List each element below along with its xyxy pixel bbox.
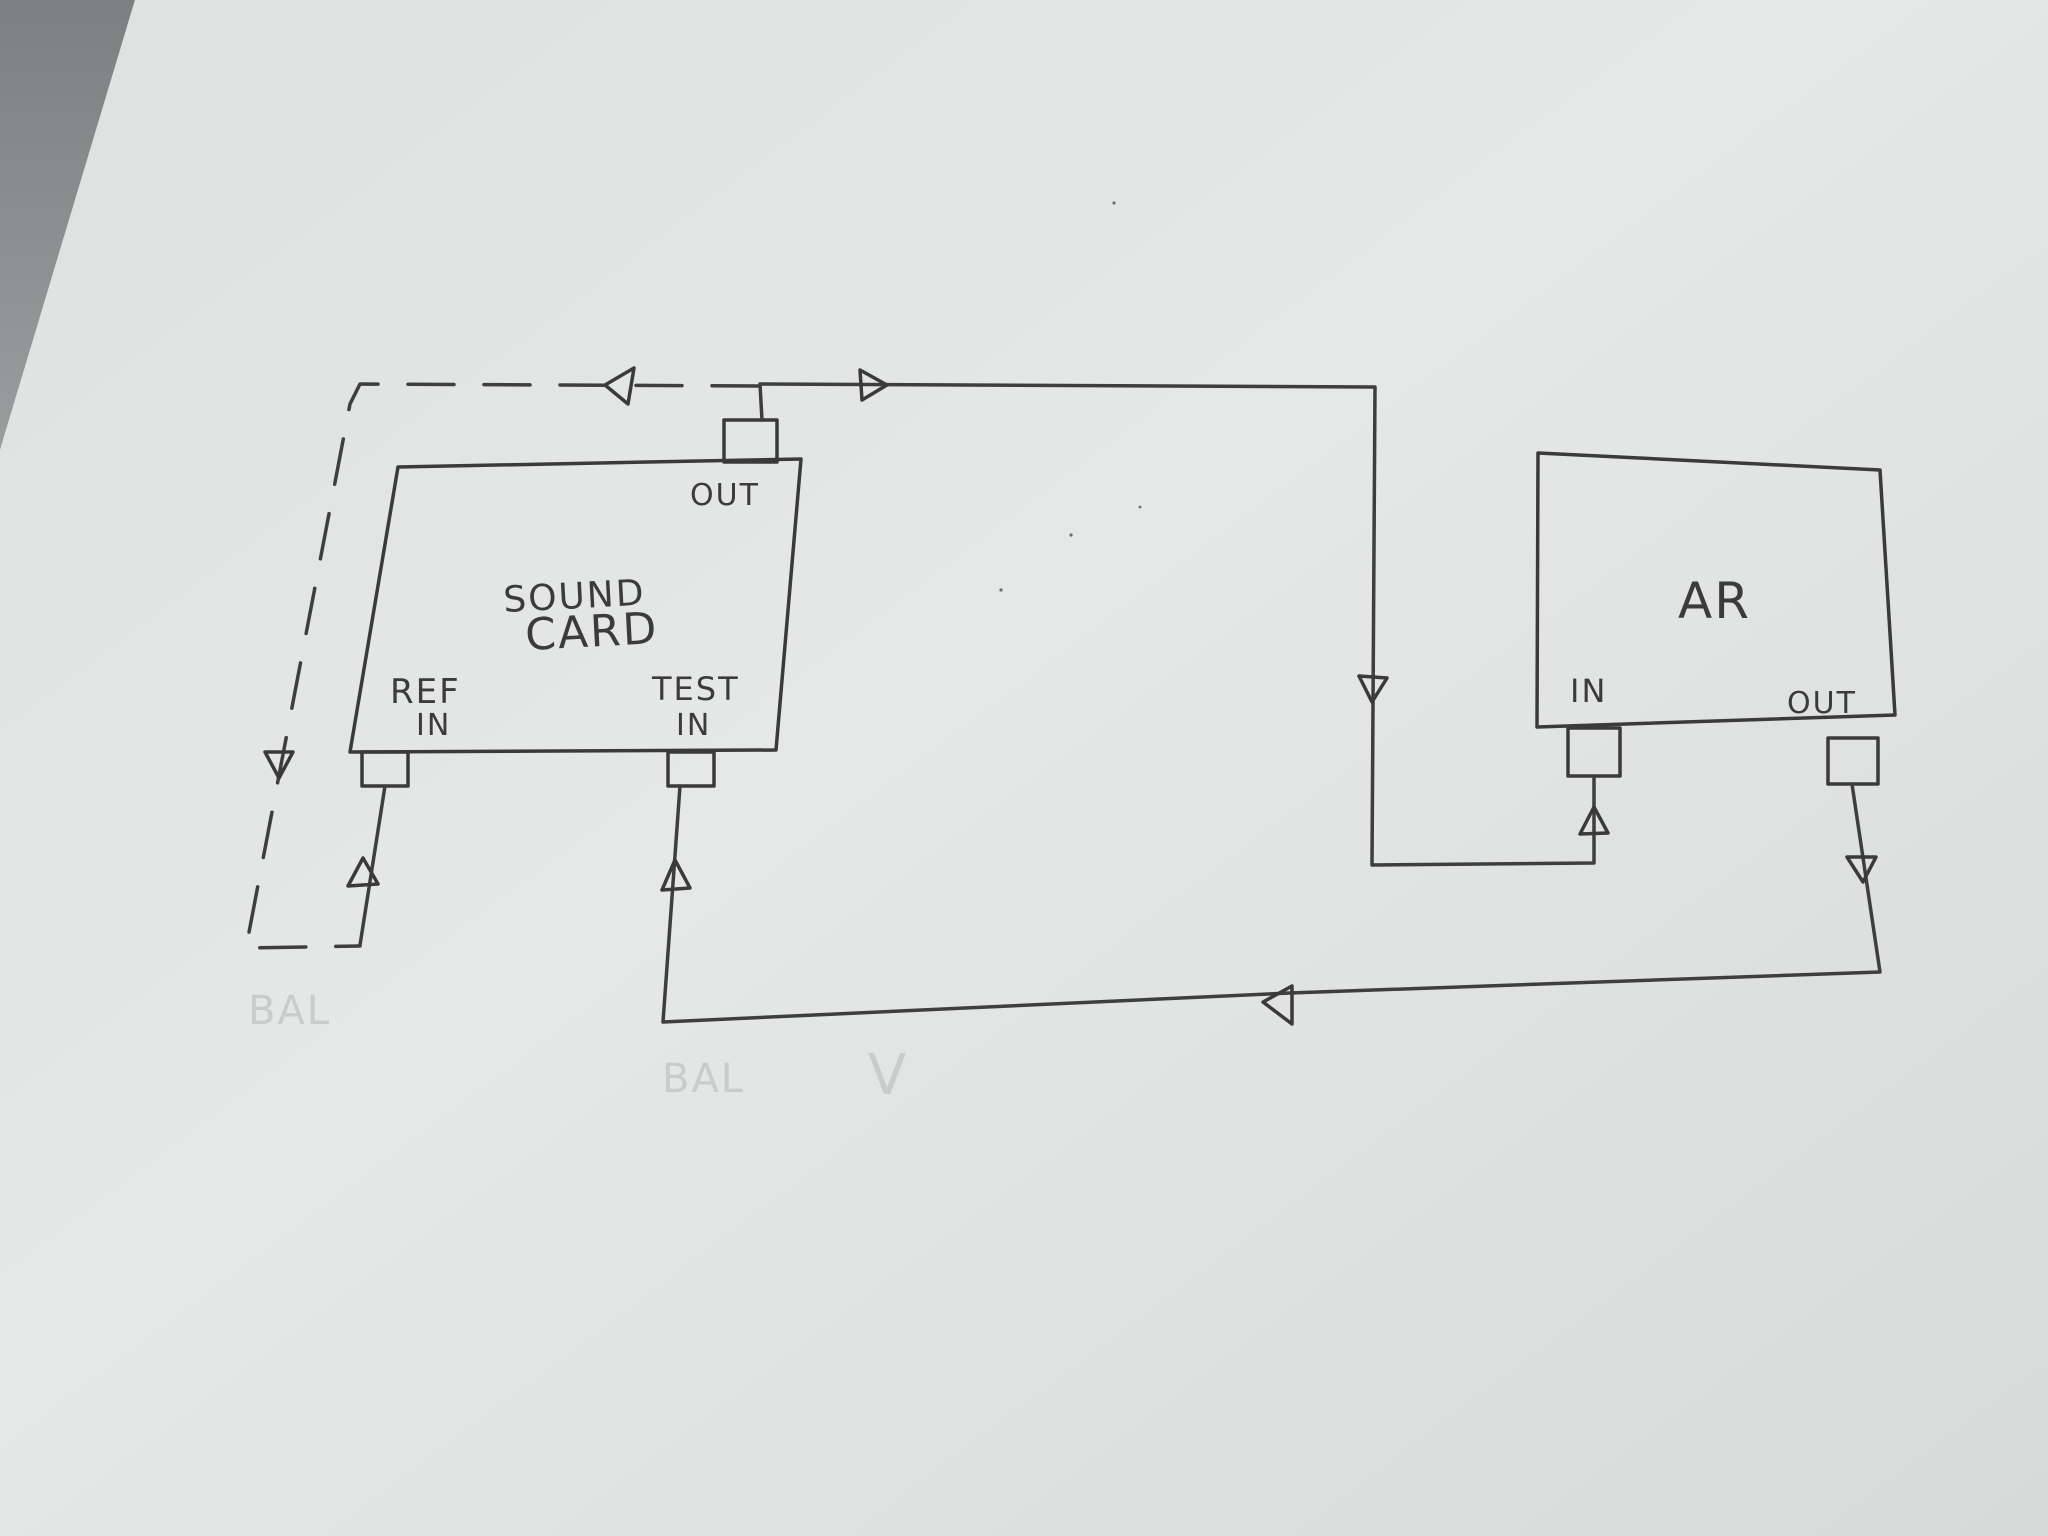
arrow-down-dashed-left <box>263 750 295 780</box>
wire-dashed-loopback <box>244 382 760 950</box>
arrow-up-test-in <box>660 858 692 892</box>
arrow-left-bottom <box>1261 984 1294 1026</box>
erased-note-bal-bottom: BAL <box>662 1056 745 1102</box>
arrow-up-ref-in <box>346 856 380 888</box>
sound-card-out-jack <box>722 418 779 464</box>
arrow-top-left-dashed <box>603 366 636 406</box>
sound-card-test-in-jack <box>666 750 716 788</box>
sound-card-block: OUT SOUND CARD REF IN TEST IN <box>348 418 803 788</box>
paper-specks <box>999 201 1142 592</box>
ref-in-label-line2: IN <box>416 708 451 743</box>
arrow-down-right-wire <box>1357 674 1389 704</box>
ar-unit-block: AR IN OUT <box>1535 451 1897 786</box>
sound-card-box <box>348 457 803 754</box>
wire-ref-in-stub <box>358 784 387 947</box>
wire-ar-out-to-test-in <box>661 782 1882 1024</box>
test-in-label-line1: TEST <box>651 670 740 708</box>
sound-card-title-line2: CARD <box>524 603 660 661</box>
erased-note-bal-left: BAL <box>248 988 331 1034</box>
sound-card-title-line1: SOUND <box>502 573 646 621</box>
arrow-down-ar-out <box>1845 855 1878 884</box>
ar-unit-box <box>1535 451 1897 729</box>
ref-in-label-line1: REF <box>390 672 461 712</box>
wire-out-to-ar-in <box>758 382 1596 867</box>
erased-note-mark-bottom: V <box>868 1043 908 1108</box>
sound-card-out-label: OUT <box>690 478 760 513</box>
arrow-top-right <box>858 368 889 402</box>
ar-out-label: OUT <box>1787 686 1857 721</box>
arrow-up-ar-in <box>1578 805 1610 836</box>
ar-in-label: IN <box>1570 672 1607 710</box>
test-in-label-line2: IN <box>676 708 711 743</box>
ar-unit-title: AR <box>1678 572 1751 630</box>
